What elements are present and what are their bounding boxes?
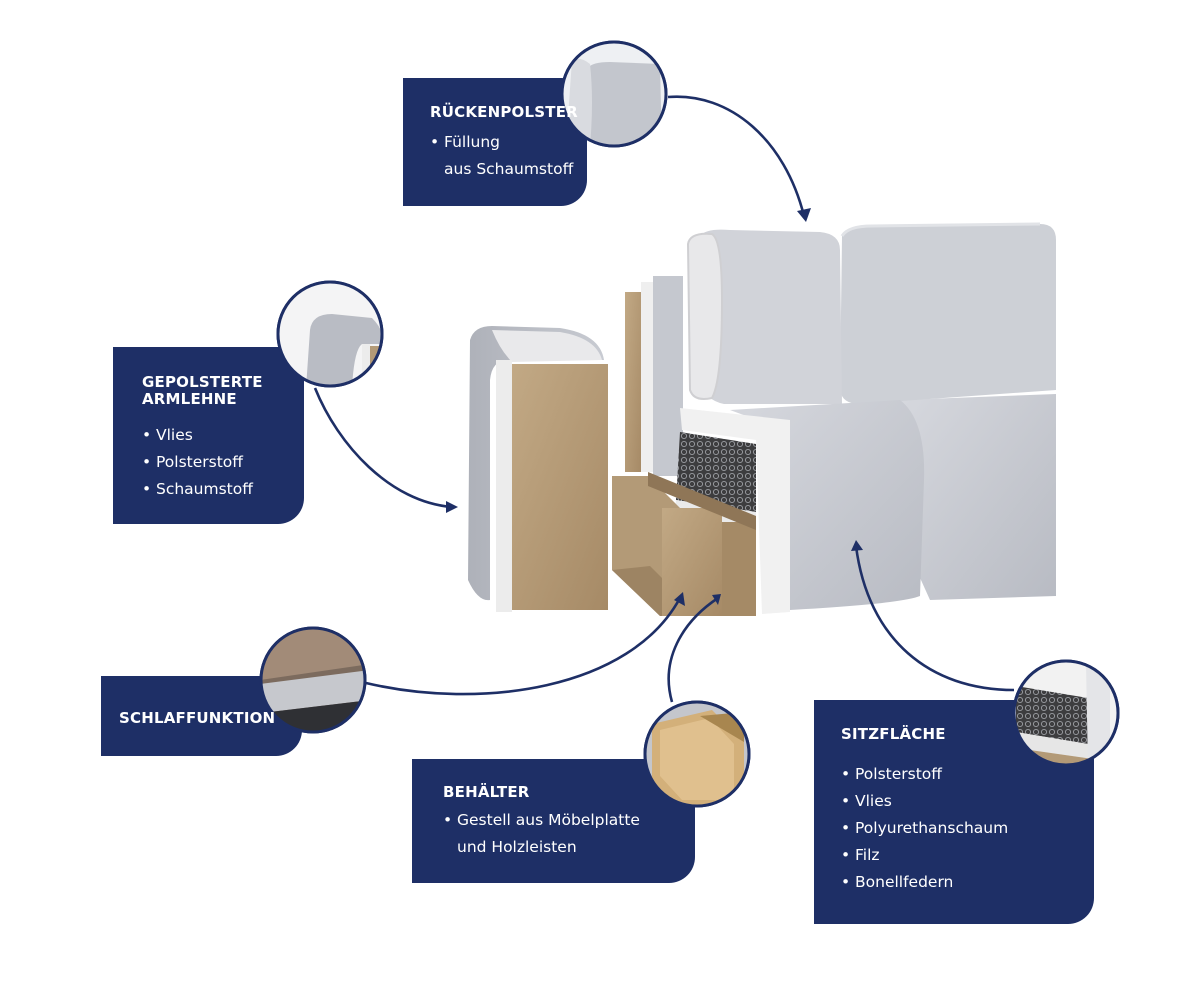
label-item-seat-1: Polsterstoff xyxy=(841,761,1094,788)
arrow-armrest xyxy=(313,387,453,509)
arrow-backrest xyxy=(667,95,806,217)
label-item-armrest-1: Vlies xyxy=(142,422,304,449)
label-card-armrest: GEPOLSTERTE ARMLEHNE Vlies Polsterstoff … xyxy=(113,347,304,524)
label-item-storage-1: Gestell aus Möbelplatte xyxy=(443,807,695,834)
arrow-seat xyxy=(854,545,1015,692)
arrowhead-seat xyxy=(851,540,863,551)
label-item-seat-5: Bonellfedern xyxy=(841,869,1094,896)
arrowhead-storage xyxy=(712,594,721,605)
connector-arrows xyxy=(313,95,1015,703)
arrow-storage xyxy=(667,596,719,703)
label-item-storage-2: und Holzleisten xyxy=(457,838,577,856)
label-item-seat-4: Filz xyxy=(841,842,1094,869)
label-item-backrest-2: aus Schaumstoff xyxy=(444,160,574,178)
label-title-armrest-line1: GEPOLSTERTE xyxy=(142,373,263,391)
label-title-armrest-line2: ARMLEHNE xyxy=(142,390,237,408)
arrow-sleep xyxy=(365,597,682,696)
label-item-seat-3: Polyurethanschaum xyxy=(841,815,1094,842)
label-item-seat-2: Vlies xyxy=(841,788,1094,815)
label-card-storage: BEHÄLTER Gestell aus Möbelplatte und Hol… xyxy=(412,759,695,883)
sofa-illustration xyxy=(468,222,1056,616)
arrowhead-backrest xyxy=(797,208,811,222)
label-item-armrest-2: Polsterstoff xyxy=(142,449,304,476)
label-item-armrest-3: Schaumstoff xyxy=(142,476,304,503)
label-card-backrest: RÜCKENPOLSTER Füllung aus Schaumstoff xyxy=(403,78,587,206)
label-title-backrest: RÜCKENPOLSTER xyxy=(430,103,578,121)
label-title-storage: BEHÄLTER xyxy=(443,783,530,801)
label-card-sleep: SCHLAFFUNKTION xyxy=(101,676,302,756)
arrowhead-sleep xyxy=(674,592,685,606)
label-title-sleep: SCHLAFFUNKTION xyxy=(119,709,276,727)
label-item-backrest-1: Füllung xyxy=(430,129,587,156)
label-title-seat: SITZFLÄCHE xyxy=(841,725,946,743)
label-card-seat: SITZFLÄCHE Polsterstoff Vlies Polyuretha… xyxy=(814,700,1094,924)
arrowhead-armrest xyxy=(446,501,458,513)
